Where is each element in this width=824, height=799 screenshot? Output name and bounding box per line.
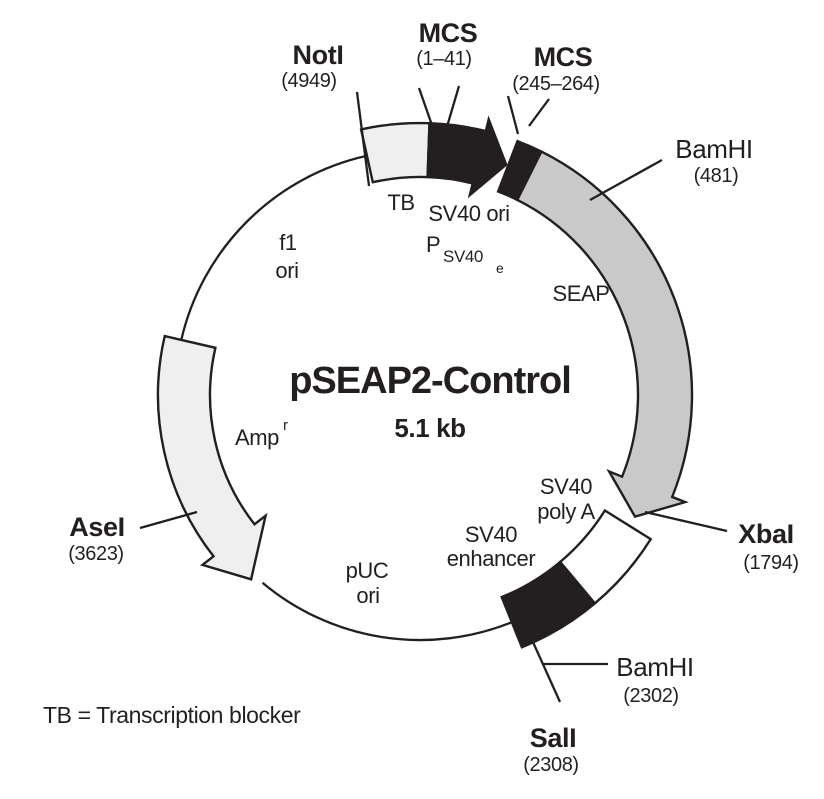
mcs2-tick-line-left	[506, 95, 520, 135]
mcs2-tick-line-right	[528, 98, 550, 127]
tb-feature-label: TB	[387, 190, 414, 215]
sali-leader-line	[512, 599, 562, 703]
plasmid-size: 5.1 kb	[394, 413, 465, 443]
sali-position: (2308)	[523, 754, 578, 776]
mcs1-label: MCS	[419, 18, 478, 48]
asei-label: AseI	[69, 512, 124, 542]
xbai-position: (1794)	[743, 552, 798, 574]
sv40-ori-label: SV40 ori	[428, 201, 509, 226]
mcs1-tick-line-left	[417, 87, 436, 132]
seap-feature-label: SEAP	[552, 281, 609, 306]
promoter-sv40-subscript: SV40	[443, 247, 483, 266]
noti-position: (4949)	[281, 70, 336, 92]
puc-ori-label-line2: ori	[356, 583, 379, 608]
bamhi1-label: BamHI	[675, 134, 752, 164]
bamhi1-leader-line	[589, 158, 663, 202]
sv40-enhancer-label-line1: SV40	[465, 522, 517, 547]
mcs2-position: (245–264)	[512, 73, 600, 95]
mcs1-tick-line-right	[444, 85, 461, 131]
mcs2-label: MCS	[534, 42, 593, 72]
sali-label: SalI	[530, 723, 576, 753]
promoter-e-subscript: e	[496, 260, 504, 276]
amp-feature-label: Amp	[235, 425, 279, 450]
puc-ori-label-line1: pUC	[346, 558, 389, 583]
tb-segment	[359, 121, 431, 184]
promoter-p-label: P	[426, 232, 440, 257]
sv40-promoter-arrow	[426, 115, 508, 199]
asei-leader-line	[139, 510, 198, 530]
mcs1-position: (1–41)	[416, 48, 471, 70]
f1-ori-label-line2: ori	[275, 258, 298, 283]
sv40-polya-label-line2: poly A	[537, 499, 595, 524]
bamhi2-label: BamHI	[616, 652, 693, 682]
plasmid-title: pSEAP2-Control	[289, 360, 571, 402]
sv40-polya-label-line1: SV40	[540, 474, 592, 499]
noti-tick-line	[355, 91, 371, 187]
amp-superscript-r: r	[283, 417, 288, 434]
xbai-leader-line	[644, 510, 728, 533]
sv40-enhancer-label-line2: enhancer	[447, 546, 536, 571]
f1-ori-label-line1: f1	[279, 230, 297, 255]
bamhi1-position: (481)	[694, 165, 739, 187]
bamhi2-position: (2302)	[623, 685, 678, 707]
seap-arrow-band	[515, 149, 694, 519]
plasmid-circle-arc-upper-left	[180, 154, 368, 341]
xbai-label: XbaI	[738, 519, 793, 549]
ampr-arrow	[156, 334, 268, 581]
tb-footnote: TB = Transcription blocker	[43, 702, 301, 728]
plasmid-circle-arc-bottom	[261, 581, 513, 642]
noti-label: NotI	[293, 40, 344, 70]
asei-position: (3623)	[68, 543, 123, 565]
